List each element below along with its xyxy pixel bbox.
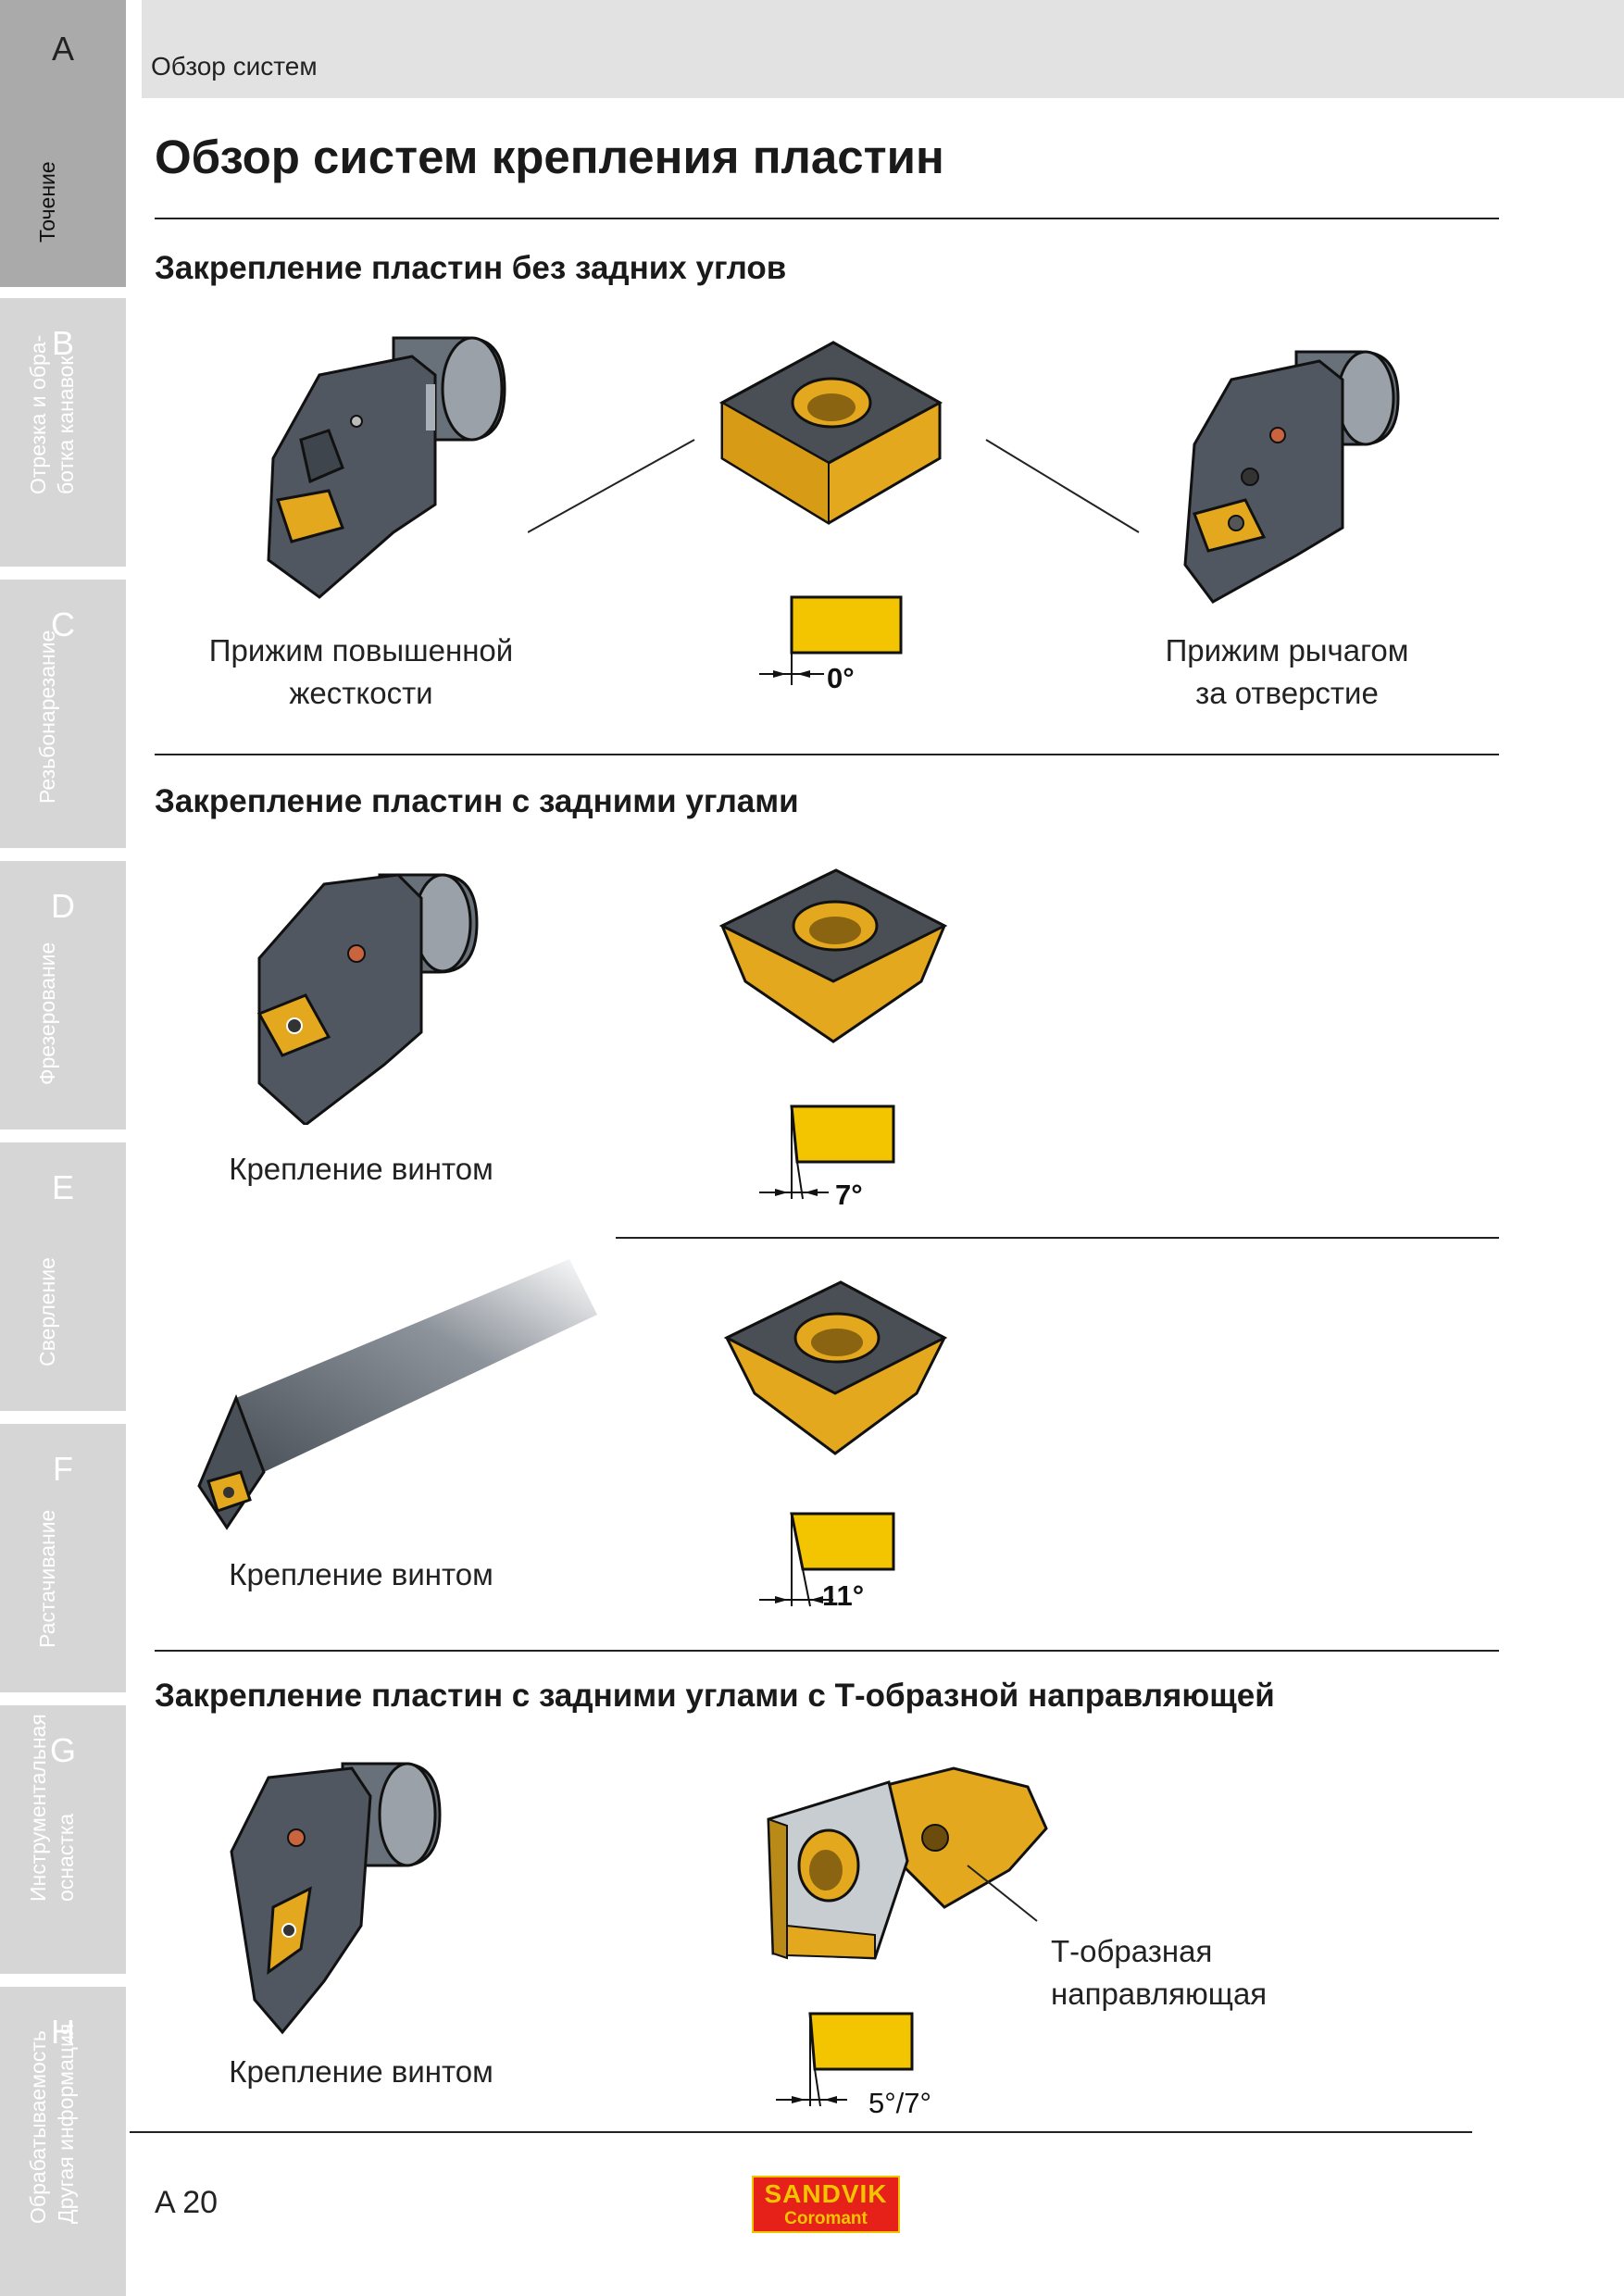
tab-letter: F xyxy=(53,1450,73,1488)
sandvik-coromant-logo: SANDVIK Coromant xyxy=(752,2176,900,2233)
tool-boring-bar-image xyxy=(197,1259,597,1530)
caption-screw-clamp: Крепление винтом xyxy=(229,1152,493,1186)
header-band: Обзор систем xyxy=(142,0,1624,98)
clearance-angle-label: 5°/7° xyxy=(868,2087,931,2119)
tab-parting-grooving[interactable]: B Отрезка и обра-ботка канавок xyxy=(0,298,126,567)
tool-rigid-clamp-image xyxy=(267,336,506,599)
insert-t-rail-image xyxy=(767,1766,1048,1960)
insert-positive-7-image xyxy=(718,868,948,1043)
divider xyxy=(155,1650,1499,1652)
caption-screw-clamp-boring: Крепление винтом xyxy=(229,1557,493,1591)
callout-t-rail: Т-образная направляющая xyxy=(1051,1934,1268,2011)
tool-lever-clamp-image xyxy=(1183,350,1400,604)
clearance-angle-diagram-0 xyxy=(759,595,903,685)
insert-negative-image xyxy=(718,341,943,525)
clearance-angle-label: 11° xyxy=(822,1579,865,1612)
divider xyxy=(616,1237,1499,1239)
tab-label: Растачивание xyxy=(35,1509,59,1648)
tab-label: Фрезерование xyxy=(35,942,59,1085)
tab-letter: G xyxy=(49,1731,76,1769)
tab-label: Отрезка и обра-ботка канавок xyxy=(26,334,78,494)
divider xyxy=(130,2131,1472,2133)
tab-label: Точение xyxy=(35,161,59,243)
clearance-angle-label: 0° xyxy=(827,662,855,694)
tab-letter: B xyxy=(51,324,74,362)
caption-lever-clamp: Прижим рычагом за отверстие xyxy=(1165,633,1409,710)
insert-positive-11-image xyxy=(723,1280,948,1455)
connector-line-right xyxy=(985,439,1140,533)
tab-label: Сверление xyxy=(35,1257,59,1366)
tab-boring[interactable]: F Растачивание xyxy=(0,1424,126,1692)
tab-letter: D xyxy=(51,887,75,925)
tab-milling[interactable]: D Фрезерование xyxy=(0,861,126,1129)
clearance-angle-diagram-7 xyxy=(759,1104,895,1200)
connector-line-left xyxy=(528,439,695,533)
tool-t-rail-image xyxy=(230,1762,442,2035)
tab-letter: H xyxy=(51,2013,75,2051)
tool-screw-clamp-image xyxy=(256,873,479,1125)
tab-letter: C xyxy=(51,605,75,643)
caption-screw-clamp-t-rail: Крепление винтом xyxy=(229,2054,493,2089)
section-title-no-clearance: Закрепление пластин без задних углов xyxy=(155,250,787,286)
header-section-label: Обзор систем xyxy=(151,52,318,81)
clearance-angle-diagram-5-7 xyxy=(776,2012,914,2107)
page-number: A 20 xyxy=(155,2185,219,2220)
tab-letter: A xyxy=(51,30,74,68)
page-title: Обзор систем крепления пластин xyxy=(155,131,944,183)
tab-drilling[interactable]: E Сверление xyxy=(0,1142,126,1411)
tab-turning[interactable]: A Точение xyxy=(0,0,126,287)
caption-rigid-clamp: Прижим повышенной жесткости xyxy=(208,633,514,710)
clearance-angle-label: 7° xyxy=(835,1179,863,1211)
divider xyxy=(155,218,1499,219)
tab-threading[interactable]: C Резьбонарезание xyxy=(0,580,126,848)
sidebar-tabs: A Точение B Отрезка и обра-ботка канавок… xyxy=(0,0,126,2296)
callout-leader-line xyxy=(967,1865,1038,1922)
section-title-positive: Закрепление пластин с задними углами xyxy=(155,783,799,819)
tab-label: Резьбонарезание xyxy=(35,630,59,804)
tab-letter: E xyxy=(51,1168,74,1206)
clearance-angle-diagram-11 xyxy=(759,1512,895,1607)
section-title-t-rail: Закрепление пластин с задними углами с Т… xyxy=(155,1678,1275,1714)
divider xyxy=(155,754,1499,755)
